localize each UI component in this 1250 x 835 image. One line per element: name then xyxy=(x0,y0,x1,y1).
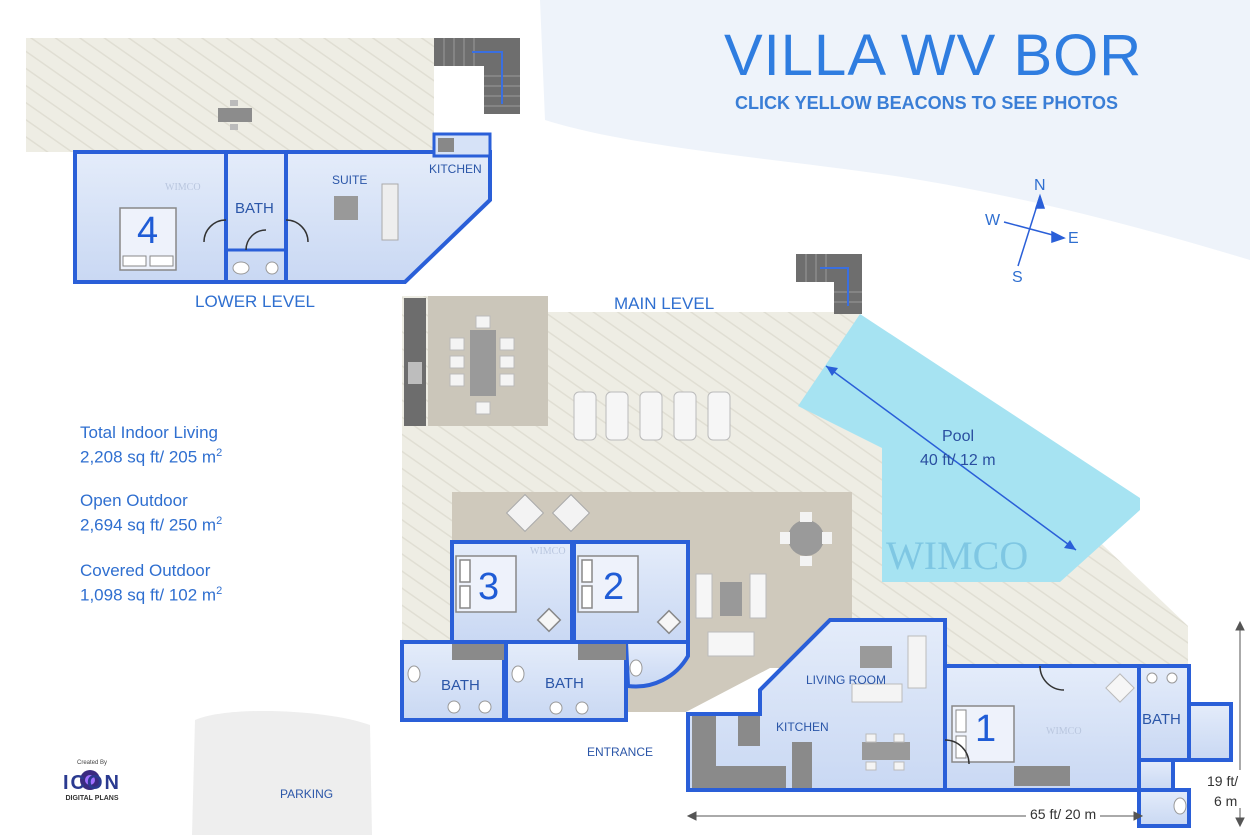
parking-smudge xyxy=(192,710,372,835)
page-subtitle: CLICK YELLOW BEACONS TO SEE PHOTOS xyxy=(735,93,1119,113)
icon-digital-plans-logo: Created By ICON DIGITAL PLANS xyxy=(63,760,121,802)
icon-logo-mark xyxy=(80,770,100,790)
compass-south: S xyxy=(1012,269,1023,286)
parking-label: PARKING xyxy=(280,787,334,801)
pool xyxy=(798,314,1140,582)
bedroom-1-number: 1 xyxy=(975,708,997,750)
bath-vanity-b xyxy=(578,644,626,660)
compass-east: E xyxy=(1068,230,1079,247)
outdoor-dining-table xyxy=(449,315,515,415)
room-bath-c-label: BATH xyxy=(1142,711,1181,728)
lower-stairs xyxy=(434,38,520,114)
page-title: VILLA WV BOR xyxy=(724,23,1143,88)
lower-level-building xyxy=(73,132,492,284)
watermark-lower: WIMCO xyxy=(165,182,201,193)
stat-covered-outdoor: Covered Outdoor 1,098 sq ft/ 102 m2 xyxy=(80,561,223,605)
compass-west: W xyxy=(985,212,1001,229)
bath-vanity-a xyxy=(452,644,504,660)
bath-fixtures xyxy=(407,659,643,715)
dimension-lines xyxy=(686,620,1245,828)
bedroom-4-number: 4 xyxy=(137,210,159,252)
room-bath-b-label: BATH xyxy=(545,675,584,692)
watermark-bedroom-1: WIMCO xyxy=(1046,726,1082,737)
depth-dimension-2: 6 m xyxy=(1214,793,1238,809)
pool-dimension-line xyxy=(825,365,1077,551)
room-bath-lower-label: BATH xyxy=(235,200,274,217)
room-bath-a-label: BATH xyxy=(441,677,480,694)
watermark-pool: WIMCO xyxy=(886,533,1029,578)
room-kitchen-lower-label: KITCHEN xyxy=(429,162,482,176)
width-dimension: 65 ft/ 20 m xyxy=(1026,806,1101,822)
entrance-label: ENTRANCE xyxy=(587,745,654,759)
compass-rose xyxy=(1003,193,1066,267)
bedroom-2-number: 2 xyxy=(603,566,625,608)
stat-open-outdoor: Open Outdoor 2,694 sq ft/ 250 m2 xyxy=(80,491,223,535)
lower-terrace xyxy=(26,38,434,152)
beds-3-2 xyxy=(455,555,682,635)
watermark-bedroom-3: WIMCO xyxy=(530,546,566,557)
lower-table xyxy=(218,100,252,130)
main-furniture xyxy=(692,635,1187,815)
depth-dimension-1: 19 ft/ xyxy=(1207,773,1239,789)
room-suite-label: SUITE xyxy=(332,173,368,187)
pool-label: Pool xyxy=(942,428,975,445)
stat-indoor: Total Indoor Living 2,208 sq ft/ 205 m2 xyxy=(80,423,223,467)
outdoor-seating xyxy=(505,493,832,657)
grill-icon xyxy=(408,362,422,384)
bedroom-3-number: 3 xyxy=(478,566,500,608)
main-stairs xyxy=(796,254,862,314)
sun-loungers xyxy=(573,391,731,441)
pool-size: 40 ft/ 12 m xyxy=(920,452,996,469)
main-level-label: MAIN LEVEL xyxy=(614,294,715,313)
room-living-label: LIVING ROOM xyxy=(806,673,887,687)
lower-level-label: LOWER LEVEL xyxy=(195,292,315,311)
background-smudge xyxy=(540,0,1250,260)
compass-north: N xyxy=(1034,177,1046,194)
room-kitchen-main-label: KITCHEN xyxy=(776,720,829,734)
